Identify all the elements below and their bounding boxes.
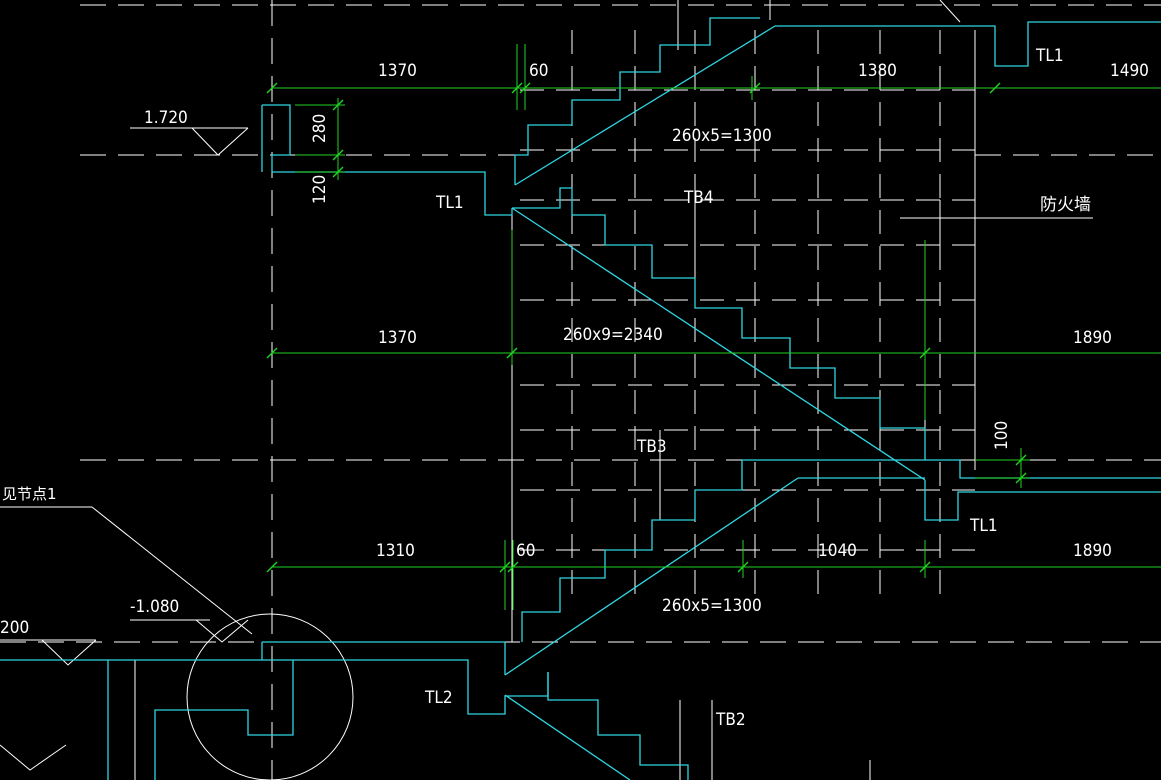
label-firewall: 防火墙 xyxy=(1040,195,1091,215)
dim-bot-right: 1890 xyxy=(1073,541,1112,561)
elevation-lower: -1.080 xyxy=(130,597,179,617)
dashed-level-lines xyxy=(0,4,1161,643)
elevation-markers xyxy=(0,127,249,771)
label-tl1-top: TL1 xyxy=(1035,46,1064,66)
dim-v-280: 280 xyxy=(310,114,330,143)
dimension-lines xyxy=(266,44,1161,610)
dim-top-right: 1490 xyxy=(1110,61,1149,81)
dim-top-left: 1370 xyxy=(378,61,417,81)
elevation-left-partial: 200 xyxy=(0,618,29,638)
label-tb2: TB2 xyxy=(715,710,746,730)
stair-outlines xyxy=(0,17,1161,780)
step-lower: 260x5=1300 xyxy=(662,596,762,616)
dim-bot-mid: 1040 xyxy=(818,541,857,561)
dimension-texts: 1370 60 1380 1490 1370 1890 1310 60 1040… xyxy=(310,61,1149,561)
label-tl1-left: TL1 xyxy=(435,193,464,213)
grid-hatch xyxy=(520,30,975,600)
step-upper: 260x5=1300 xyxy=(672,126,772,146)
dim-mid-right: 1890 xyxy=(1073,328,1112,348)
detail-circle[interactable] xyxy=(186,613,354,780)
dim-bot-small: 60 xyxy=(516,541,535,561)
dim-v-120: 120 xyxy=(310,175,330,204)
label-detail-ref: 见节点1 xyxy=(2,485,57,503)
dim-v-100: 100 xyxy=(992,421,1012,450)
dim-top-mid: 1380 xyxy=(858,61,897,81)
label-tl1-right: TL1 xyxy=(969,516,998,536)
elevation-upper: 1.720 xyxy=(144,108,188,128)
elevation-texts: 1.720 -1.080 200 xyxy=(0,108,188,638)
dim-mid-left: 1370 xyxy=(378,328,417,348)
label-tl2: TL2 xyxy=(424,688,453,708)
label-tb4: TB4 xyxy=(683,188,714,208)
dim-bot-left: 1310 xyxy=(376,541,415,561)
step-middle: 260x9=2340 xyxy=(563,325,663,345)
step-texts: 260x5=1300 260x9=2340 260x5=1300 xyxy=(563,126,772,616)
dim-top-small: 60 xyxy=(529,61,548,81)
label-tb3: TB3 xyxy=(636,437,667,457)
member-labels: TL1 TL1 TL1 TL2 TB4 TB3 TB2 防火墙 见节点1 xyxy=(2,46,1091,730)
